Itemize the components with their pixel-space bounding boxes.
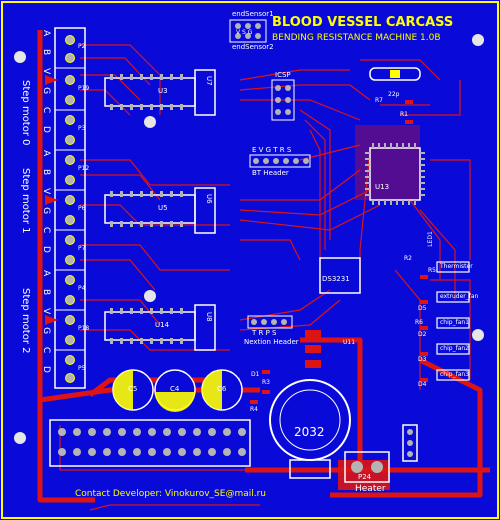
- ref-p4: P4: [78, 285, 86, 292]
- ref-p6: P6: [78, 205, 86, 212]
- motor-0-pins: A B V G C D: [41, 30, 51, 138]
- bottom-header: [49, 419, 251, 467]
- nextion-header-label: Nextion Header: [244, 338, 299, 346]
- ref-d5: D5: [418, 305, 427, 312]
- ref-p5: P5: [78, 365, 86, 372]
- chip-pins: [110, 74, 183, 344]
- mcu-u13: [365, 143, 425, 205]
- ref-r7: R7: [375, 97, 383, 104]
- contact-text: Contact Developer: Vinokurov_SE@mail.ru: [75, 489, 266, 499]
- thermister-label: Thermister: [440, 263, 473, 270]
- ref-c4: C4: [170, 385, 180, 393]
- ref-d3: D3: [418, 356, 427, 363]
- ref-d4: D4: [418, 381, 427, 388]
- bt-header-pins: [249, 154, 311, 168]
- nextion-header-pins: [247, 315, 293, 329]
- xtal-cap-label: 22p: [388, 91, 400, 98]
- signal-traces: [59, 44, 471, 511]
- bt-header-label: BT Header: [252, 169, 289, 177]
- extruder-fan-label: extruder_fan: [440, 293, 479, 300]
- smd-resistors: [250, 100, 428, 404]
- motor-1-pins: A B V G C D: [41, 150, 51, 258]
- coin-cell-battery: [269, 379, 351, 479]
- left-connector-column: [45, 27, 86, 389]
- chip-fan3-label: chip_fan3: [440, 371, 469, 378]
- mounting-holes: [14, 34, 484, 444]
- ref-u13: U13: [375, 183, 390, 191]
- ref-u6: U6: [205, 194, 213, 204]
- ref-u5: U5: [158, 204, 168, 212]
- icsp-header: [271, 79, 295, 121]
- ref-r1: R1: [400, 111, 408, 118]
- ref-p19: P19: [78, 85, 90, 92]
- ref-d2: D2: [418, 331, 427, 338]
- coin-cell-label: 2032: [294, 425, 325, 439]
- mcu-copper: [355, 125, 420, 200]
- heater-label: Heater: [355, 484, 386, 494]
- ref-c6: C6: [217, 385, 227, 393]
- electrolytic-capacitors: [112, 369, 243, 412]
- ref-p3: P3: [78, 125, 86, 132]
- ref-u11: U11: [343, 339, 356, 346]
- ref-p12: P12: [78, 165, 90, 172]
- ref-c5: C5: [128, 385, 138, 393]
- chip-fan2-label: chip_fan2: [440, 345, 469, 352]
- right-connectors: [436, 261, 470, 381]
- ref-p18: P18: [78, 325, 90, 332]
- end-sensor-headers: [229, 19, 267, 43]
- chip-fan1-label: chip_fan1: [440, 319, 469, 326]
- motor-1-label: Step motor 1: [20, 168, 31, 234]
- ref-r4: R4: [250, 406, 258, 413]
- end-sensor-1-label: endSensor1: [232, 10, 274, 18]
- vsg-label: V S G: [236, 29, 253, 36]
- tx-pin-label: T R P S: [252, 329, 277, 337]
- ref-u14: U14: [155, 321, 170, 329]
- led1-label: LED1: [426, 231, 434, 247]
- board-subtitle: BENDING RESISTANCE MACHINE 1.0B: [272, 33, 441, 43]
- ref-p2: P2: [78, 43, 86, 50]
- ref-u7: U7: [205, 76, 213, 86]
- rtc-chip: [319, 257, 361, 294]
- ref-u3: U3: [158, 87, 168, 95]
- rtc-label: DS3231: [322, 275, 350, 283]
- motor-0-label: Step motor 0: [20, 80, 31, 146]
- motor-2-label: Step motor 2: [20, 288, 31, 354]
- ref-d1: D1: [251, 371, 260, 378]
- ref-r5: R5: [428, 267, 436, 274]
- ref-r6: R6: [415, 319, 423, 326]
- heater-terminal: [344, 451, 390, 483]
- motor-2-pins: A B V G C D: [41, 270, 51, 378]
- fan-connector: [402, 424, 418, 462]
- p24-label: P24: [358, 473, 372, 481]
- ref-p7: P7: [78, 245, 86, 252]
- ref-u8: U8: [205, 312, 213, 322]
- ref-r2: R2: [404, 255, 412, 262]
- bt-pin-label: E V G T R S: [252, 146, 292, 154]
- board-title: BLOOD VESSEL CARCASS: [272, 15, 454, 30]
- crystal: [369, 67, 421, 81]
- ref-r3: R3: [262, 379, 270, 386]
- end-sensor-2-label: endSensor2: [232, 43, 274, 51]
- icsp-label: ICSP: [275, 71, 291, 79]
